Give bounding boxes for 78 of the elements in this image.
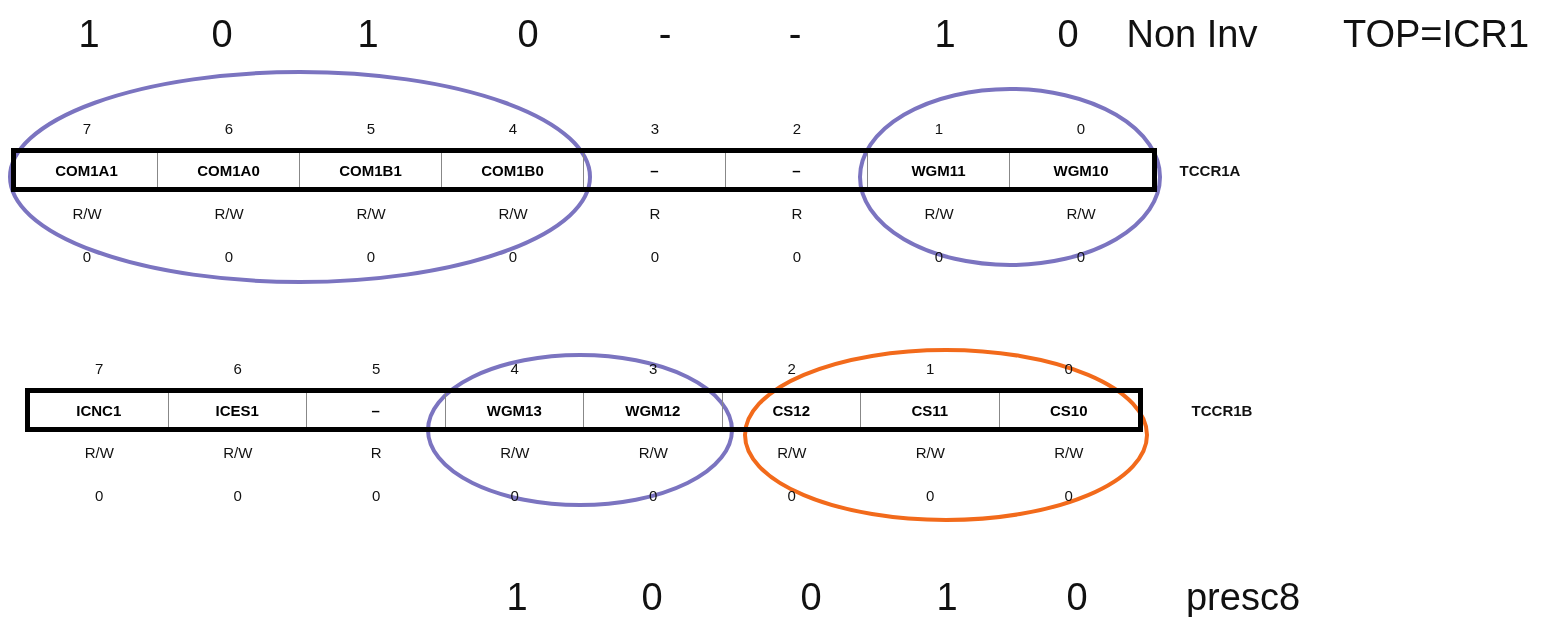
access-type: R/W xyxy=(84,443,114,461)
bit-name-field: COM1B1 xyxy=(300,153,442,187)
bit-name-field: ICNC1 xyxy=(30,393,169,427)
mode-note: TOP=ICR1 xyxy=(1342,12,1530,56)
bit-value: - xyxy=(658,12,672,56)
reset-value: 0 xyxy=(224,247,234,265)
reset-value: 0 xyxy=(926,486,935,504)
access-type: R/W xyxy=(214,204,244,222)
register-name: TCCR1A xyxy=(1179,161,1241,179)
bit-name-field: WGM13 xyxy=(445,393,584,427)
bit-number: 7 xyxy=(95,359,104,377)
bit-name-field: COM1A1 xyxy=(16,153,158,187)
register-name: TCCR1B xyxy=(1191,401,1253,419)
access-type: R/W xyxy=(1054,443,1084,461)
access-type: R/W xyxy=(500,443,530,461)
bit-name-field: ICES1 xyxy=(168,393,307,427)
reset-value: 0 xyxy=(649,486,658,504)
access-type: R/W xyxy=(924,204,954,222)
bit-number: 2 xyxy=(792,119,802,137)
access-type: R/W xyxy=(498,204,528,222)
access-type: R xyxy=(649,204,661,222)
access-type: R/W xyxy=(356,204,386,222)
reset-value: 0 xyxy=(792,247,802,265)
reset-value: 0 xyxy=(366,247,376,265)
bit-number: 0 xyxy=(1076,119,1086,137)
bit-value: 1 xyxy=(936,575,958,617)
bit-number: 5 xyxy=(366,119,376,137)
access-type: R xyxy=(370,443,382,461)
reset-value: 0 xyxy=(510,486,519,504)
reset-value: 0 xyxy=(1064,486,1073,504)
reset-value: 0 xyxy=(787,486,796,504)
reset-value: 0 xyxy=(82,247,92,265)
bit-value: 1 xyxy=(506,575,528,617)
bit-number: 1 xyxy=(934,119,944,137)
bit-value: 0 xyxy=(1066,575,1088,617)
bit-name-field: WGM11 xyxy=(868,153,1010,187)
bit-number: 6 xyxy=(233,359,242,377)
reset-value: 0 xyxy=(508,247,518,265)
bit-name-field: – xyxy=(726,153,868,187)
bit-value: 0 xyxy=(211,12,233,56)
reset-value: 0 xyxy=(372,486,381,504)
bit-value: 0 xyxy=(517,12,539,56)
bit-number: 3 xyxy=(650,119,660,137)
reset-value: 0 xyxy=(95,486,104,504)
bit-value: 0 xyxy=(641,575,663,617)
access-type: R/W xyxy=(638,443,668,461)
access-type: R/W xyxy=(915,443,945,461)
bit-number: 5 xyxy=(372,359,381,377)
reset-value: 0 xyxy=(233,486,242,504)
access-type: R/W xyxy=(1066,204,1096,222)
bit-name-field: – xyxy=(307,393,446,427)
access-type: R/W xyxy=(72,204,102,222)
bit-name-field: – xyxy=(584,153,726,187)
bit-name-field: CS10 xyxy=(999,393,1138,427)
access-type: R xyxy=(791,204,803,222)
bit-number: 4 xyxy=(510,359,519,377)
bit-number: 6 xyxy=(224,119,234,137)
bit-value: - xyxy=(788,12,802,56)
bit-value: 1 xyxy=(934,12,956,56)
bit-name-field: CS11 xyxy=(861,393,1000,427)
bit-number: 4 xyxy=(508,119,518,137)
bit-value: 1 xyxy=(357,12,379,56)
mode-note: Non Inv xyxy=(1126,12,1258,56)
bit-number: 7 xyxy=(82,119,92,137)
access-type: R/W xyxy=(777,443,807,461)
bit-number: 1 xyxy=(926,359,935,377)
reset-value: 0 xyxy=(650,247,660,265)
bit-number: 2 xyxy=(787,359,796,377)
bit-name-field: CS12 xyxy=(722,393,861,427)
bit-name-field: COM1B0 xyxy=(442,153,584,187)
bit-value: 0 xyxy=(800,575,822,617)
mode-note: presc8 xyxy=(1185,575,1301,617)
bit-name-field: WGM12 xyxy=(584,393,723,427)
access-type: R/W xyxy=(223,443,253,461)
bit-value: 1 xyxy=(78,12,100,56)
bit-name-field: WGM10 xyxy=(1010,153,1152,187)
bit-name-field: COM1A0 xyxy=(158,153,300,187)
bit-value: 0 xyxy=(1057,12,1079,56)
